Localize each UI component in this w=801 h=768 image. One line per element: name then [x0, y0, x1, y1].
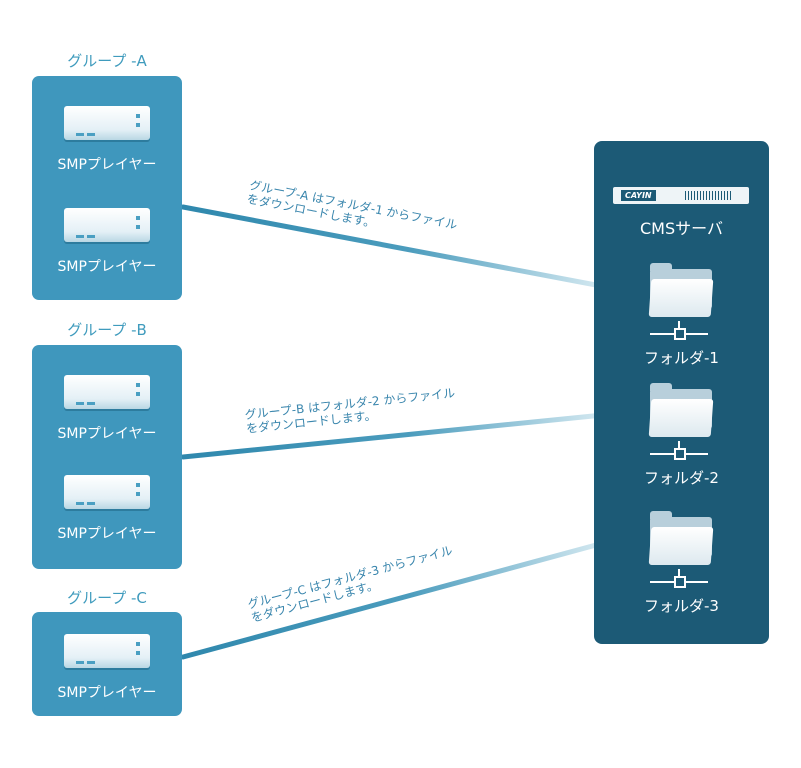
server-brand: CAYIN — [621, 190, 656, 201]
group-box-a: SMPプレイヤー SMPプレイヤー — [32, 76, 182, 300]
smp-player: SMPプレイヤー — [32, 475, 182, 555]
link-line-b — [180, 409, 636, 460]
cms-server-panel: CAYIN CMSサーバ フォルダ-1 フォルダ-2 フォルダ-3 — [594, 141, 769, 644]
folder-icon — [650, 383, 672, 391]
link-line-c — [180, 532, 636, 660]
server-rack-icon: CAYIN — [613, 187, 749, 204]
folder-label: フォルダ-1 — [644, 349, 719, 367]
group-box-c: SMPプレイヤー — [32, 612, 182, 716]
server-folder-1: フォルダ-1 — [594, 263, 769, 369]
group-title-b: グループ -B — [67, 321, 147, 339]
server-title: CMSサーバ — [640, 219, 723, 238]
server-folder-3: フォルダ-3 — [594, 511, 769, 617]
smp-player: SMPプレイヤー — [32, 375, 182, 455]
folder-label: フォルダ-3 — [644, 597, 719, 615]
group-box-b: SMPプレイヤー SMPプレイヤー — [32, 345, 182, 569]
group-title-c: グループ -C — [67, 589, 147, 607]
network-icon — [678, 441, 680, 453]
smp-player: SMPプレイヤー — [32, 106, 182, 186]
server-folder-2: フォルダ-2 — [594, 383, 769, 489]
network-icon — [678, 569, 680, 581]
smp-player-icon — [64, 634, 150, 668]
group-title-a: グループ -A — [67, 52, 147, 70]
smp-player-label: SMPプレイヤー — [57, 259, 157, 275]
network-icon — [678, 321, 680, 333]
smp-player-icon — [64, 475, 150, 509]
smp-player-label: SMPプレイヤー — [57, 526, 157, 542]
smp-player-label: SMPプレイヤー — [57, 426, 157, 442]
smp-player-icon — [64, 106, 150, 140]
folder-label: フォルダ-2 — [644, 469, 719, 487]
smp-player: SMPプレイヤー — [32, 634, 182, 714]
smp-player: SMPプレイヤー — [32, 208, 182, 288]
folder-icon — [650, 511, 672, 519]
folder-icon — [650, 263, 672, 271]
smp-player-icon — [64, 208, 150, 242]
link-line-a — [180, 204, 636, 295]
smp-player-icon — [64, 375, 150, 409]
smp-player-label: SMPプレイヤー — [57, 157, 157, 173]
smp-player-label: SMPプレイヤー — [57, 685, 157, 701]
